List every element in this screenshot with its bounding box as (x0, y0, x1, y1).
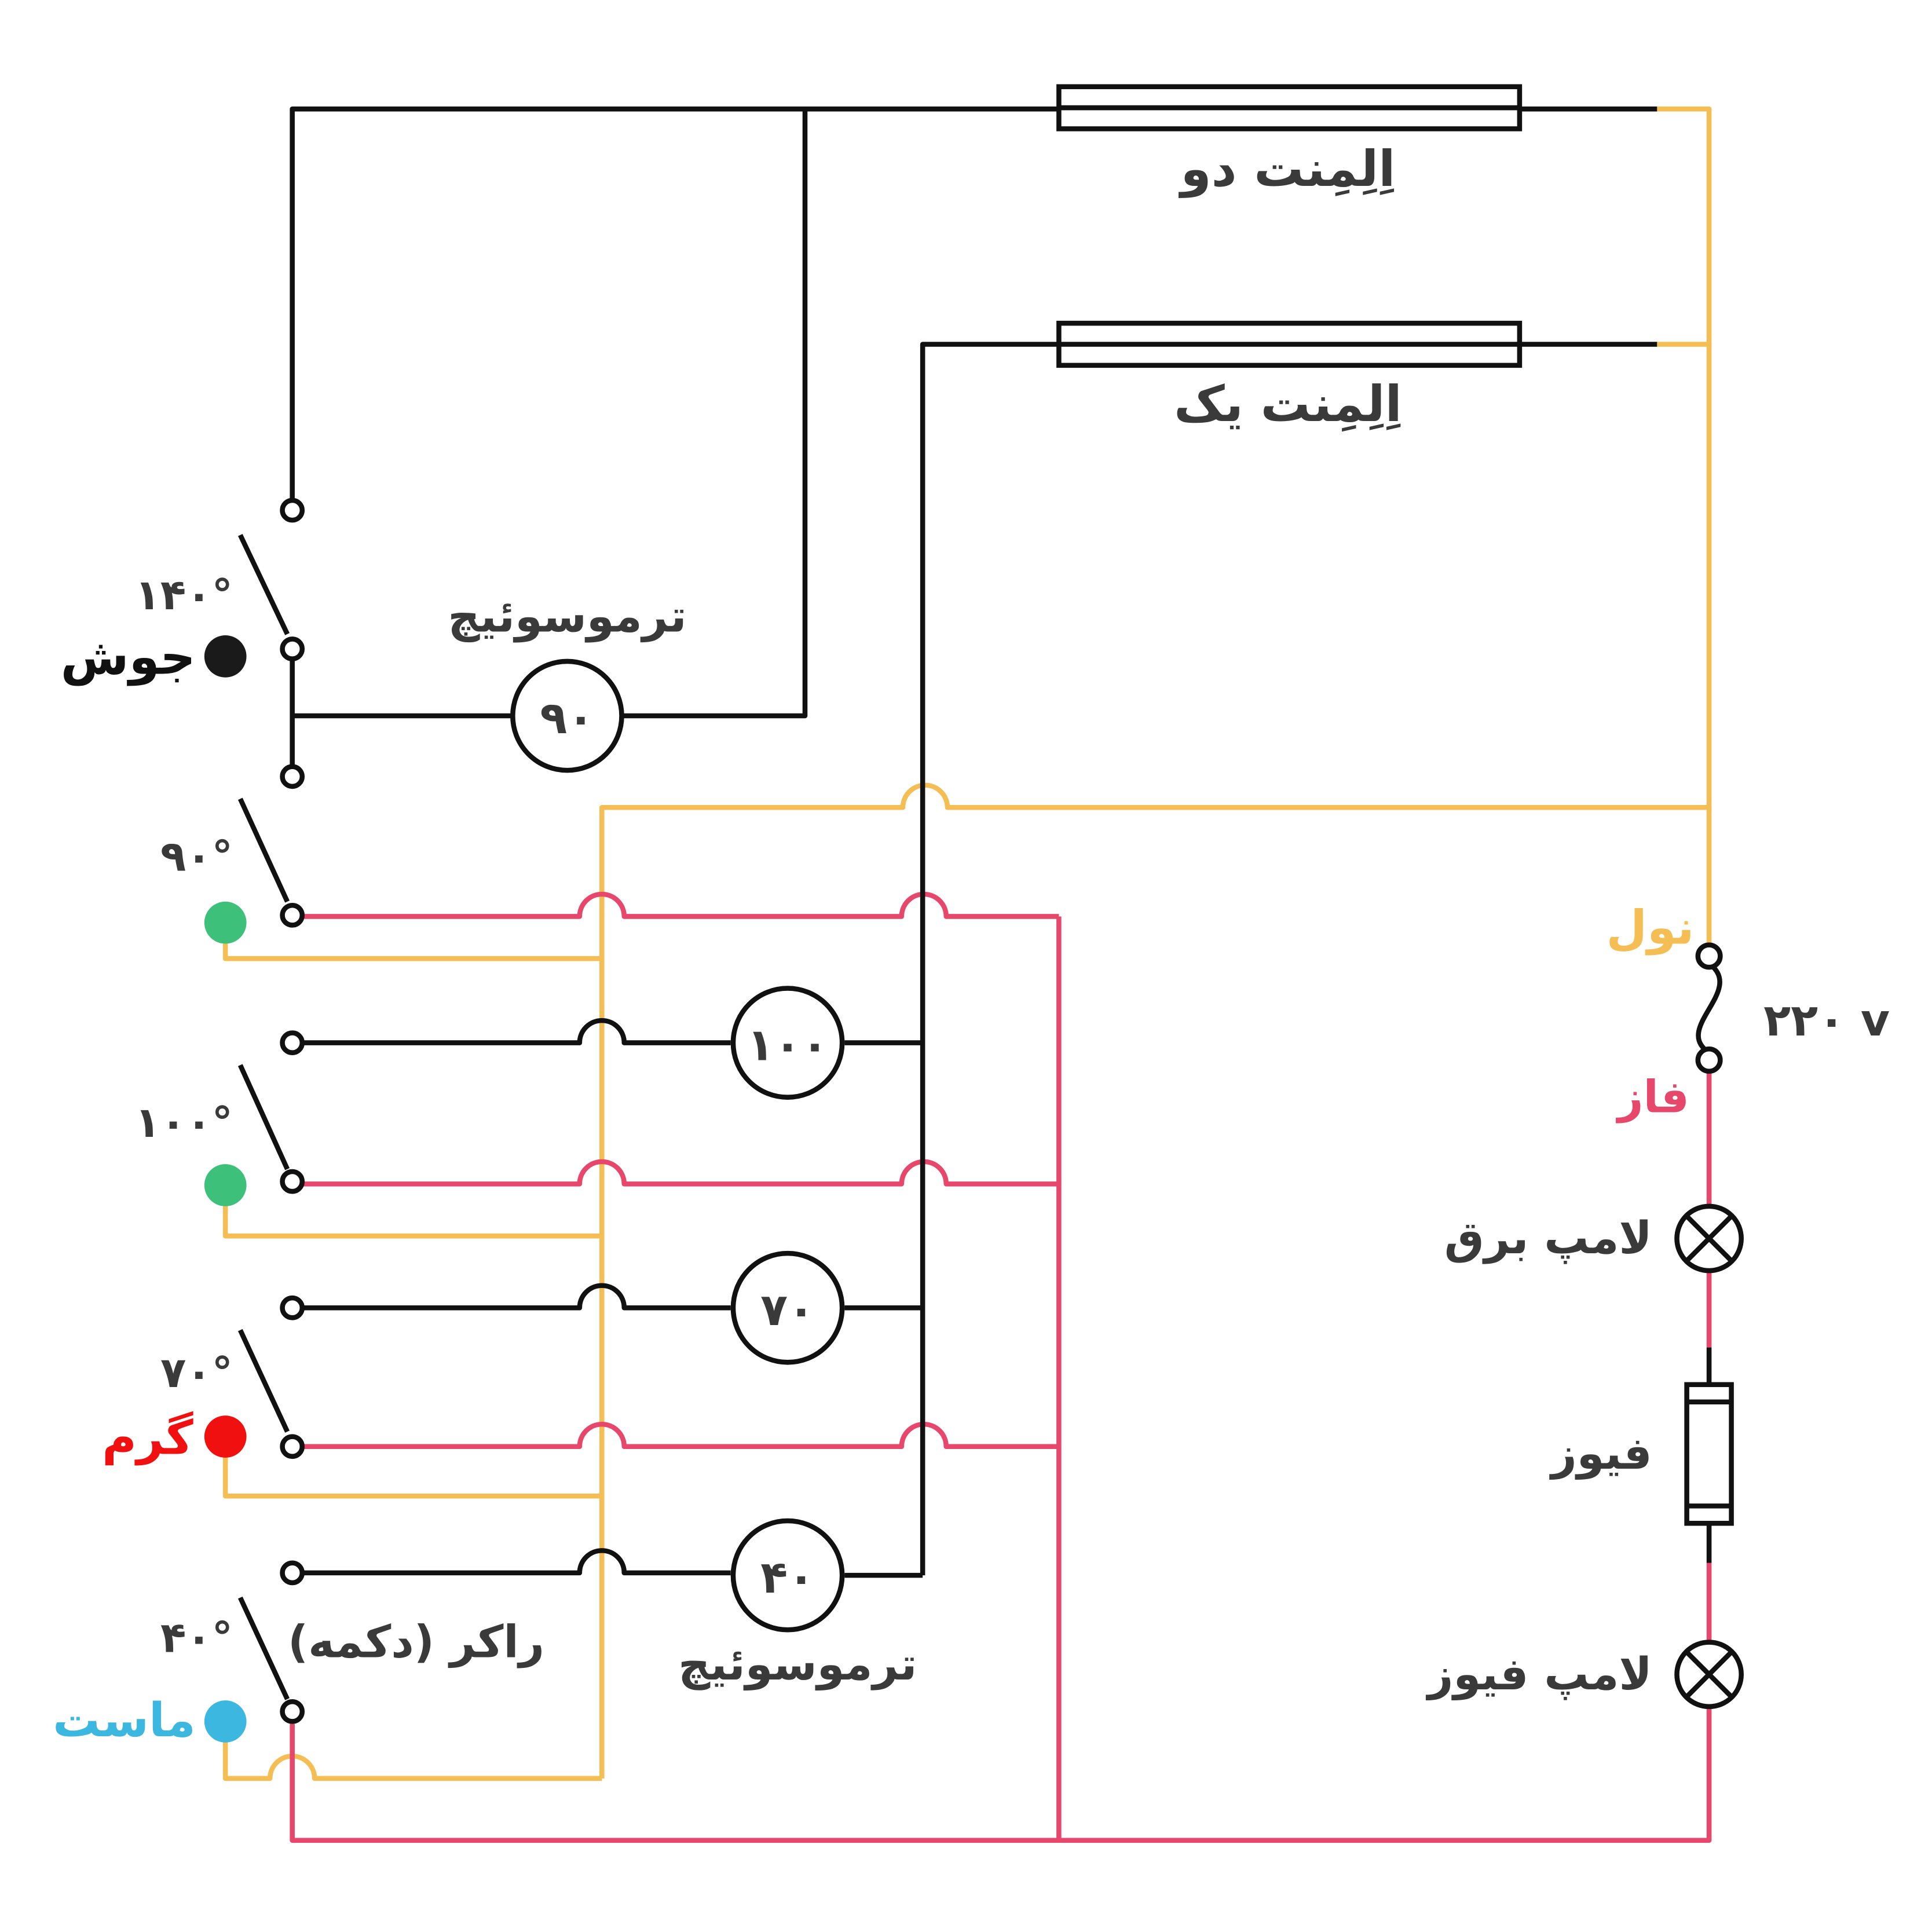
phase-wires (290, 891, 1712, 1843)
fuse-icon (1684, 1382, 1734, 1526)
fuse-label: فیوز (1549, 1428, 1652, 1480)
boil-indicator-dot (204, 635, 247, 678)
power-input-terminal (1695, 942, 1723, 1074)
lamp-power-icon (1674, 1203, 1744, 1274)
lamp-power-label: لامپ برق (1444, 1213, 1652, 1264)
voltage-label: ۲۲۰ v (1763, 995, 1890, 1046)
thermostat-90: ۹۰ (510, 658, 624, 773)
thermostat-70: ۷۰ (730, 1250, 845, 1365)
thermostat-100: ۱۰۰ (730, 986, 845, 1100)
element-one-label: اِلِمِنت یک (1174, 376, 1402, 433)
switch-terminals (280, 497, 305, 1724)
thermostat-70-value: ۷۰ (760, 1285, 815, 1336)
switch-mode-warm: گرم (102, 1411, 193, 1466)
thermostat-90-value: ۹۰ (540, 693, 594, 744)
yogurt-indicator-dot (204, 1700, 247, 1743)
warm-indicator-dot (204, 1415, 247, 1458)
thermostat-100-value: ۱۰۰ (747, 1020, 829, 1071)
heating-element-one (1056, 320, 1523, 368)
thermoswitch-bottom-label: ترموسوئیچ (678, 1639, 917, 1690)
switch-temp-40: ۴۰° (160, 1614, 233, 1663)
switch-mode-boil: جوش (61, 628, 196, 686)
neutral-label: نول (1606, 901, 1694, 956)
lamp-fuse-icon (1674, 1640, 1744, 1710)
switch-mode-yogurt: ماست (53, 1693, 196, 1748)
black-wires (237, 106, 1712, 1700)
element-two-label: اِلِمِنت دو (1179, 141, 1396, 198)
phase-label: فاز (1615, 1071, 1689, 1123)
hundred-indicator-dot (204, 1164, 247, 1206)
lamp-fuse-label: لامپ فیوز (1425, 1649, 1652, 1700)
thermoswitch-top-label: ترموسوئیچ (448, 591, 686, 643)
switch-temp-70: ۷۰° (160, 1349, 233, 1397)
thermostat-40: ۴۰ (730, 1518, 845, 1633)
heating-element-two (1056, 84, 1523, 131)
switch-temp-140: ۱۴۰° (135, 571, 233, 620)
switch-temp-100: ۱۰۰° (135, 1099, 233, 1147)
ninety-indicator-dot (204, 901, 247, 944)
thermostat-40-value: ۴۰ (760, 1552, 815, 1604)
rocker-label: (دکمه) راکر (288, 1616, 544, 1668)
switch-temp-90: ۹۰° (160, 832, 233, 881)
